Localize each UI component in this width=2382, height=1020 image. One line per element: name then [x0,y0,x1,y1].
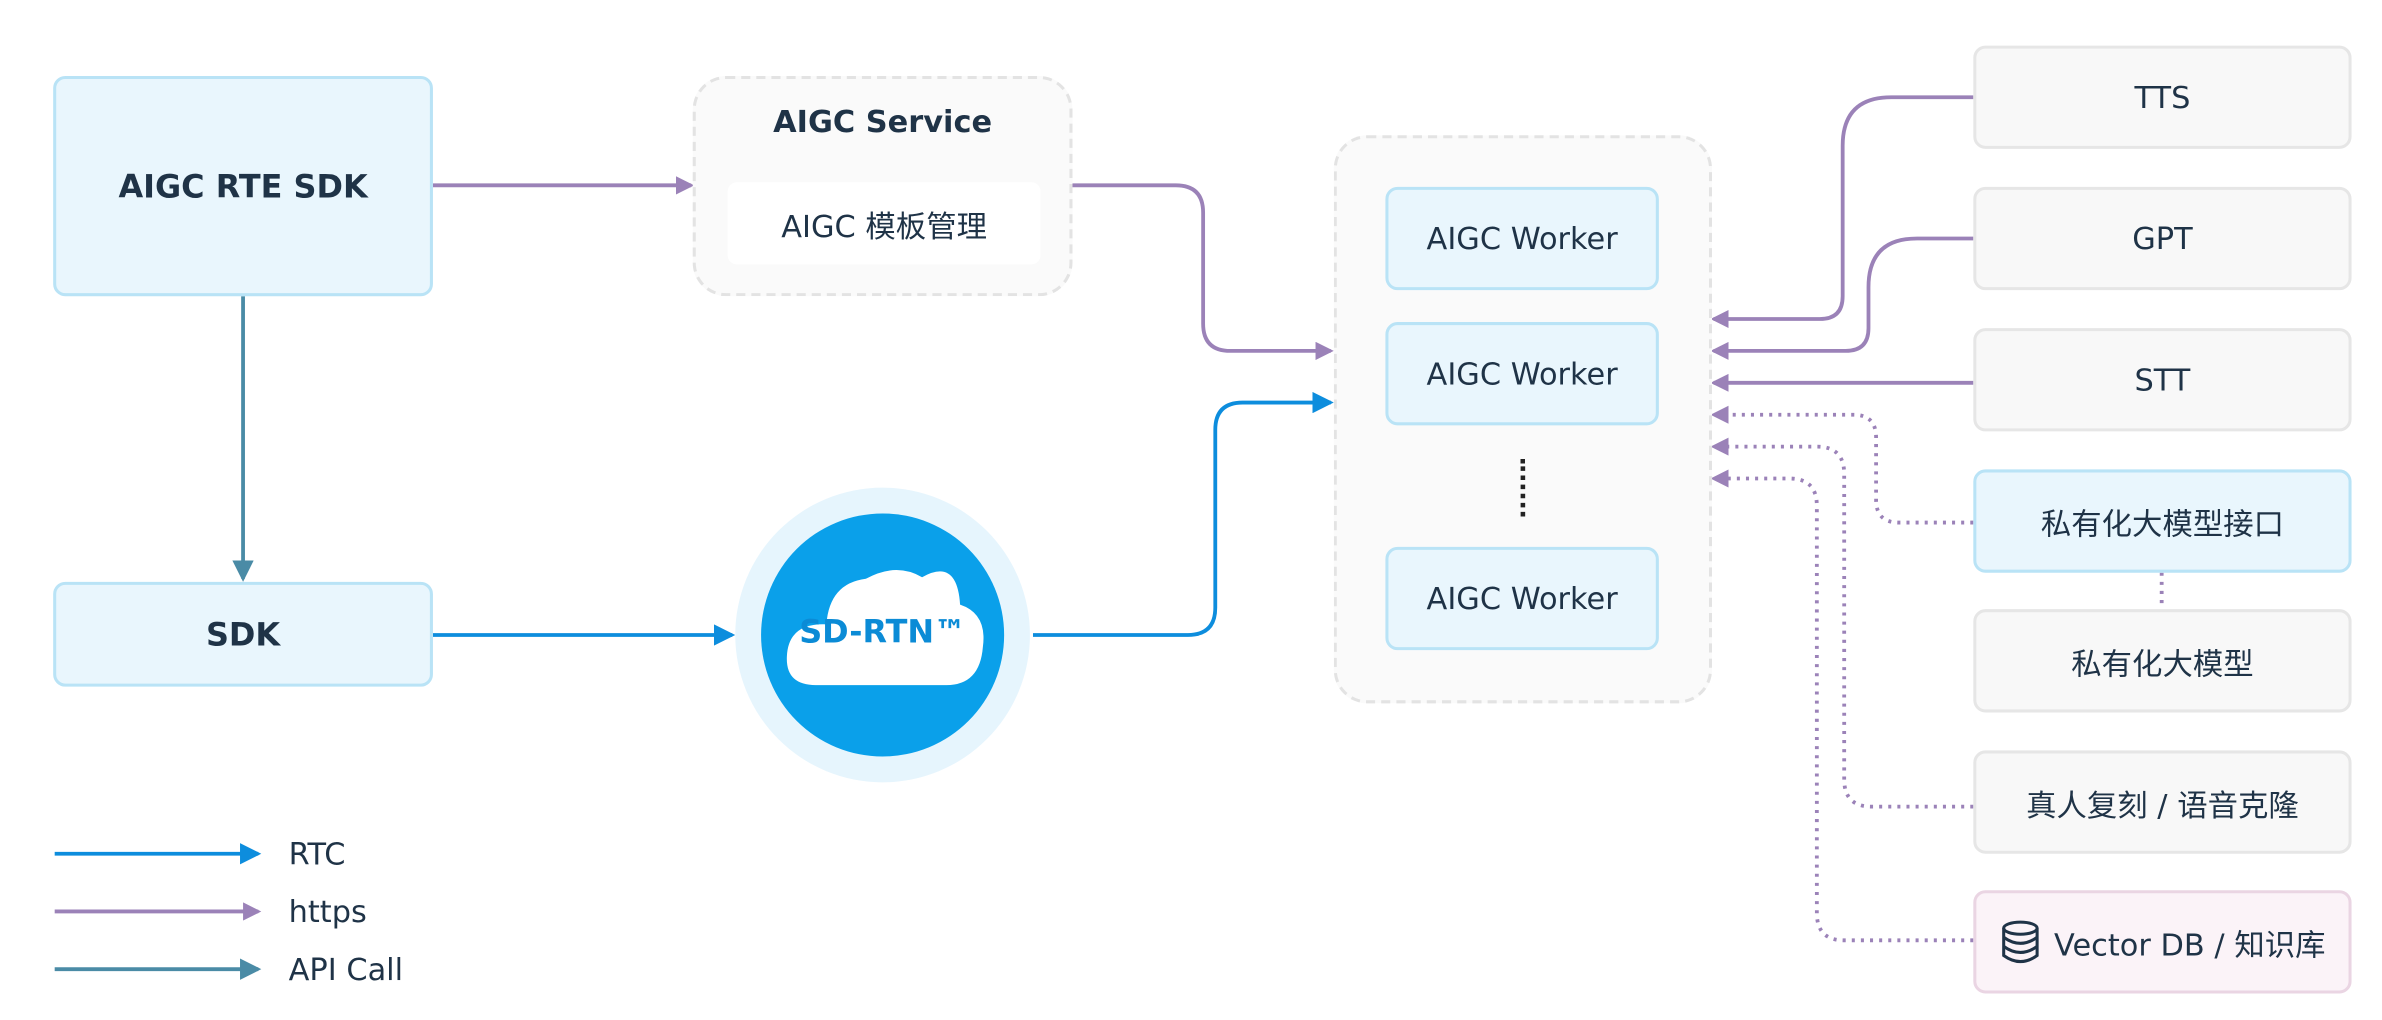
template-mgmt-box: AIGC 模板管理 [727,182,1041,265]
aigc-worker-3: AIGC Worker [1385,546,1659,651]
rtc-edge-rtn-to-workers [1032,391,1334,637]
https-edge-tts [1710,95,1974,329]
legend-https-label: https [288,893,367,930]
vector-db-label: Vector DB / 知识库 [2054,925,2326,963]
aigc-service-title: AIGC Service [773,103,993,140]
dotted-edge-private-llm-api [1710,405,1974,525]
aigc-rte-sdk-box: AIGC RTE SDK [53,75,433,297]
ellipsis-vertical [1520,458,1526,517]
stt-box: STT [1973,328,2352,432]
dotted-edge-voice-clone [1710,437,1974,809]
aigc-worker-2: AIGC Worker [1385,322,1659,426]
legend-api-call-label: API Call [288,950,404,988]
database-icon [2002,920,2039,964]
https-edge-gpt [1710,236,1974,361]
cloud-icon [786,570,984,686]
private-llm-api-box: 私有化大模型接口 [1973,469,2352,573]
https-edge-service-to-workers [1072,183,1334,361]
tts-box: TTS [1973,45,2352,149]
gpt-box: GPT [1973,186,2352,291]
voice-clone-box: 真人复刻 / 语音克隆 [1973,750,2352,854]
private-llm-box: 私有化大模型 [1973,609,2352,713]
dotted-edge-vector-db [1710,469,1974,943]
legend-rtc-label: RTC [288,835,346,872]
aigc-service-group: AIGC Service AIGC 模板管理 [692,75,1073,297]
vector-db-box: Vector DB / 知识库 [1973,890,2352,994]
sd-rtn-label: SD-RTN™ [799,613,966,651]
aigc-worker-1: AIGC Worker [1385,186,1659,291]
sdk-box: SDK [53,581,433,687]
